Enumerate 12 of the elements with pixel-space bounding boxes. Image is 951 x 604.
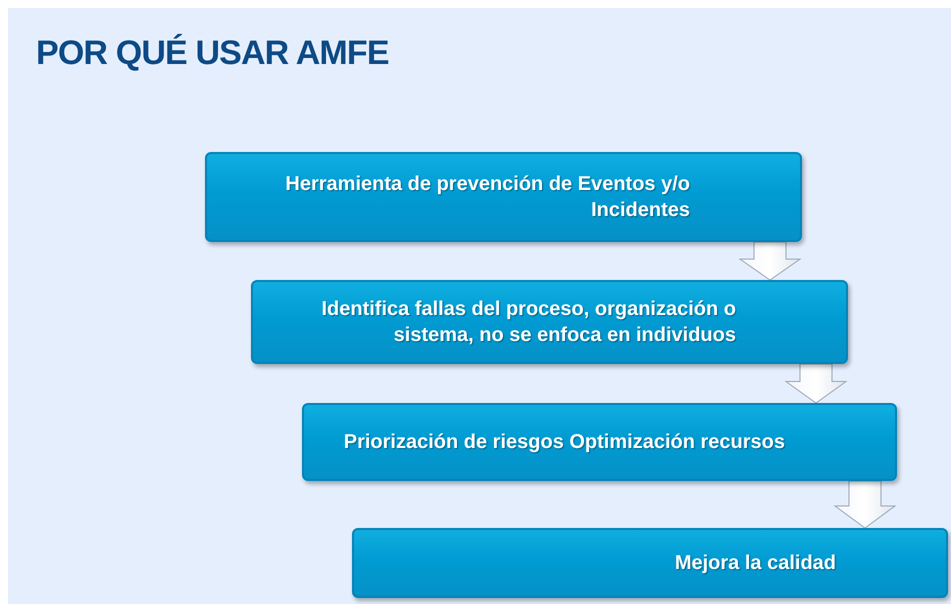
process-box — [352, 528, 948, 598]
box-text: Identifica fallas del proceso, organización o sistema, no se enfoca en individuos — [320, 297, 736, 348]
title: POR QUÉ USAR AMFE — [36, 32, 389, 74]
process-box — [251, 280, 848, 364]
process-box — [205, 152, 802, 242]
block-arrow — [784, 364, 848, 404]
block-arrow — [833, 480, 897, 529]
box-text: Herramienta de prevención de Eventos y/o Incidentes — [284, 172, 690, 223]
block-arrow — [738, 242, 802, 281]
box-text: Priorización de riesgos Optimización recursos — [344, 430, 785, 455]
box-text: Mejora la calidad — [674, 551, 836, 576]
process-box — [302, 403, 897, 481]
